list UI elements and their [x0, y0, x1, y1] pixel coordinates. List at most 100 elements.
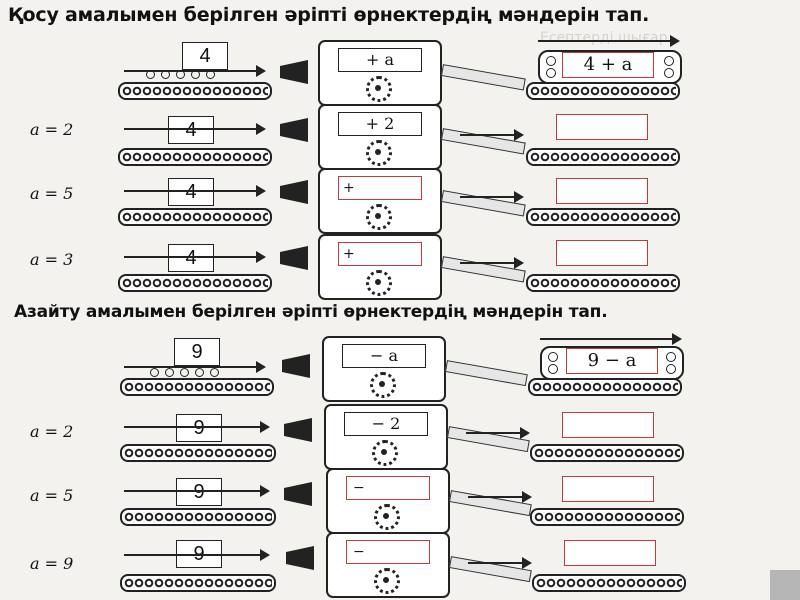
operation-machine: + a [318, 40, 442, 106]
machine-funnel [282, 354, 310, 378]
input-arrow [124, 426, 268, 428]
input-conveyor [118, 274, 272, 292]
machine-funnel [284, 418, 312, 442]
operation-machine: + [318, 234, 442, 300]
output-conveyor [530, 508, 684, 526]
output-chute [447, 426, 530, 452]
subtraction-row-3: a = 9 9 − [0, 532, 800, 598]
output-arrow [466, 432, 528, 434]
output-arrow [538, 40, 678, 42]
input-number-box: 9 [176, 478, 222, 506]
output-arrow [460, 134, 522, 136]
input-number-box: 9 [174, 338, 220, 366]
operation-machine: + [318, 168, 442, 234]
input-arrow [124, 554, 268, 556]
input-number-box: 4 [168, 178, 214, 206]
output-arrow [468, 496, 530, 498]
input-number-box: 9 [176, 414, 222, 442]
machine-funnel [280, 246, 308, 270]
variable-label: a = 3 [30, 250, 73, 269]
operation-machine: − a [322, 336, 446, 402]
output-arrow [460, 262, 522, 264]
machine-funnel [280, 118, 308, 142]
output-conveyor [526, 148, 680, 166]
operation-box[interactable]: + [338, 176, 422, 200]
subtraction-row-1: a = 2 9 − 2 [0, 404, 800, 470]
machine-funnel [286, 546, 314, 570]
input-conveyor [118, 82, 272, 100]
gear-icon [366, 204, 392, 230]
input-arrow [124, 366, 264, 368]
subtraction-row-2: a = 5 9 − [0, 466, 800, 532]
answer-box[interactable] [562, 476, 654, 502]
operation-box[interactable]: − [346, 476, 430, 500]
input-conveyor [118, 208, 272, 226]
machine-funnel [284, 482, 312, 506]
input-arrow [124, 190, 264, 192]
output-arrow [460, 196, 522, 198]
operation-machine: − 2 [324, 404, 448, 470]
output-chute [449, 490, 532, 516]
input-conveyor [120, 574, 276, 592]
operation-machine: + 2 [318, 104, 442, 170]
section-title-addition: Қосу амалымен берілген әріпті өрнектерді… [8, 4, 649, 26]
output-arrow [468, 562, 530, 564]
input-arrow [124, 128, 264, 130]
output-conveyor [526, 208, 680, 226]
section-title-subtraction: Азайту амалымен берілген әріпті өрнектер… [14, 302, 607, 322]
gear-icon [370, 372, 396, 398]
operation-box: + a [338, 48, 422, 72]
output-conveyor [528, 378, 682, 396]
output-conveyor [526, 274, 680, 292]
variable-label: a = 2 [30, 422, 73, 441]
input-arrow [124, 70, 264, 72]
addition-header-row: 4 + a 4 + a [0, 38, 800, 104]
machine-funnel [280, 60, 308, 84]
operation-box: − 2 [344, 412, 428, 436]
result-box: 4 + a [562, 52, 654, 78]
answer-box[interactable] [562, 412, 654, 438]
gear-icon [372, 440, 398, 466]
addition-row-1: a = 2 4 + 2 [0, 104, 800, 170]
output-conveyor [526, 82, 680, 100]
operation-box[interactable]: − [346, 540, 430, 564]
gear-icon [374, 568, 400, 594]
variable-label: a = 5 [30, 486, 73, 505]
variable-label: a = 5 [30, 184, 73, 203]
input-number-box: 4 [168, 116, 214, 144]
input-number-box: 4 [168, 244, 214, 272]
input-conveyor [118, 148, 272, 166]
answer-box[interactable] [556, 178, 648, 204]
operation-machine: − [326, 468, 450, 534]
output-arrow [540, 338, 680, 340]
operation-machine: − [326, 532, 450, 598]
input-conveyor [120, 508, 276, 526]
input-arrow [124, 490, 268, 492]
subtraction-header-row: 9 − a 9 − a [0, 334, 800, 400]
page-corner-mark [770, 570, 800, 600]
answer-box[interactable] [564, 540, 656, 566]
answer-box[interactable] [556, 114, 648, 140]
input-conveyor [120, 378, 274, 396]
operation-box[interactable]: + [338, 242, 422, 266]
addition-row-3: a = 3 4 + [0, 234, 800, 300]
input-arrow [124, 256, 264, 258]
output-chute [441, 64, 526, 90]
input-conveyor [120, 444, 276, 462]
result-box: 9 − a [566, 348, 658, 374]
output-conveyor [532, 574, 686, 592]
operation-box: − a [342, 344, 426, 368]
gear-icon [366, 270, 392, 296]
operation-box: + 2 [338, 112, 422, 136]
gear-icon [366, 76, 392, 102]
conveyor-balls [150, 368, 219, 377]
variable-label: a = 9 [30, 554, 73, 573]
input-number-box: 4 [182, 42, 228, 70]
gear-icon [374, 504, 400, 530]
answer-box[interactable] [556, 240, 648, 266]
gear-icon [366, 140, 392, 166]
addition-row-2: a = 5 4 + [0, 168, 800, 234]
output-chute [449, 556, 532, 582]
machine-funnel [280, 180, 308, 204]
output-conveyor [530, 444, 684, 462]
